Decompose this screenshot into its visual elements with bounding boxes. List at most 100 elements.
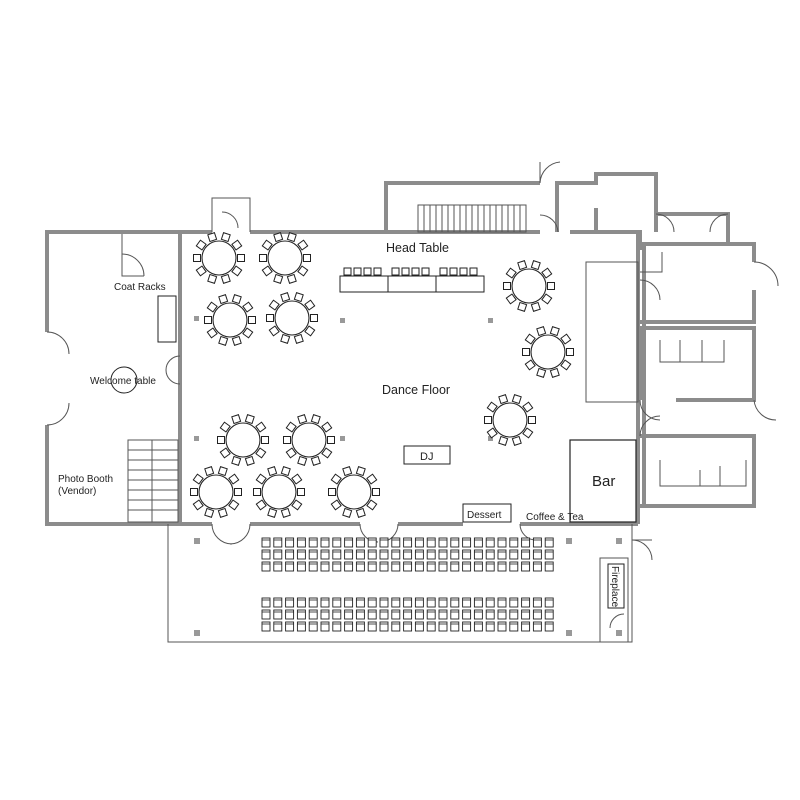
ceremony-chair <box>450 597 460 608</box>
chair <box>291 473 303 485</box>
chair <box>522 348 530 356</box>
ceremony-chair <box>273 537 283 548</box>
dj-booth <box>403 445 451 465</box>
ceremony-chair <box>285 621 295 632</box>
chair <box>328 488 336 496</box>
round-table <box>204 294 256 346</box>
chair <box>206 327 218 339</box>
ceremony-chair <box>509 621 519 632</box>
ceremony-chair <box>450 561 460 572</box>
chair <box>528 416 536 424</box>
ceremony-chair <box>426 561 436 572</box>
chair <box>206 301 218 313</box>
round-table <box>266 292 318 344</box>
ceremony-chair <box>414 609 424 620</box>
ceremony-chair <box>426 549 436 560</box>
ceremony-chair <box>497 537 507 548</box>
ceremony-chair <box>273 561 283 572</box>
left-wing-wall-lower <box>45 425 180 526</box>
round-table <box>328 466 380 518</box>
chair <box>220 273 231 284</box>
chair <box>204 316 212 324</box>
ceremony-chair <box>391 609 401 620</box>
ceremony-chair <box>320 537 330 548</box>
chair <box>310 414 321 425</box>
ceremony-chair <box>438 561 448 572</box>
ceremony-chair <box>521 609 531 620</box>
right-rooms-wall-e <box>640 434 756 508</box>
welcome-table-label: Welcome table <box>90 376 156 387</box>
ceremony-chair <box>367 549 377 560</box>
ceremony-chair <box>473 537 483 548</box>
ceremony-chair <box>450 537 460 548</box>
chair <box>541 267 553 279</box>
ceremony-chair <box>391 621 401 632</box>
chair <box>204 507 215 518</box>
chair <box>310 314 318 322</box>
ceremony-chair <box>450 609 460 620</box>
ceremony-chair <box>532 621 542 632</box>
round-table <box>484 394 536 446</box>
chair <box>366 473 378 485</box>
ceremony-chair <box>261 609 271 620</box>
chair <box>511 435 522 446</box>
chair <box>297 239 309 251</box>
dance-floor-label: Dance Floor <box>382 383 450 397</box>
ceremony-chair <box>285 597 295 608</box>
chair <box>327 436 335 444</box>
top-right-rooms-wall <box>555 172 658 232</box>
round-table <box>503 260 555 312</box>
chair <box>498 394 509 405</box>
ceremony-chair <box>320 609 330 620</box>
chair <box>195 265 207 277</box>
chair <box>231 455 242 466</box>
chair <box>261 239 273 251</box>
ceremony-chair <box>344 597 354 608</box>
chair <box>280 333 291 344</box>
chair <box>255 499 267 511</box>
terrace-outline <box>167 524 633 643</box>
thin-lines <box>46 161 779 643</box>
ceremony-chair <box>355 597 365 608</box>
chair <box>498 435 509 446</box>
bar-counter <box>569 439 637 523</box>
chair <box>237 254 245 262</box>
chair <box>321 447 333 459</box>
chair <box>355 466 366 477</box>
left-door-arc-a <box>46 331 70 355</box>
round-table <box>217 414 269 466</box>
ceremony-chair <box>332 621 342 632</box>
chair <box>259 254 267 262</box>
ceremony-chair <box>485 597 495 608</box>
ceremony-chair <box>450 621 460 632</box>
chair <box>549 326 560 337</box>
ceremony-chair <box>521 549 531 560</box>
chair <box>522 427 534 439</box>
ceremony-chair <box>391 561 401 572</box>
chair <box>486 401 498 413</box>
ceremony-chair <box>521 597 531 608</box>
ceremony-chair <box>485 537 495 548</box>
table-top <box>261 474 297 510</box>
chair <box>530 301 541 312</box>
ceremony-chairs <box>261 537 554 632</box>
table-top <box>492 402 528 438</box>
ceremony-chair <box>509 609 519 620</box>
chair <box>541 293 553 305</box>
ceremony-chair <box>462 561 472 572</box>
chair <box>280 292 291 303</box>
ceremony-chair <box>355 561 365 572</box>
ceremony-chair <box>367 609 377 620</box>
ceremony-chair <box>544 609 554 620</box>
chair <box>293 292 304 303</box>
ceremony-chair <box>403 597 413 608</box>
chair <box>261 436 269 444</box>
chair <box>549 367 560 378</box>
right-corridor-room <box>585 261 639 403</box>
coat-closet-wall <box>121 234 144 277</box>
table-top <box>267 240 303 276</box>
ceremony-chair <box>403 549 413 560</box>
ceremony-chair <box>473 609 483 620</box>
chair <box>536 326 547 337</box>
chair <box>355 507 366 518</box>
